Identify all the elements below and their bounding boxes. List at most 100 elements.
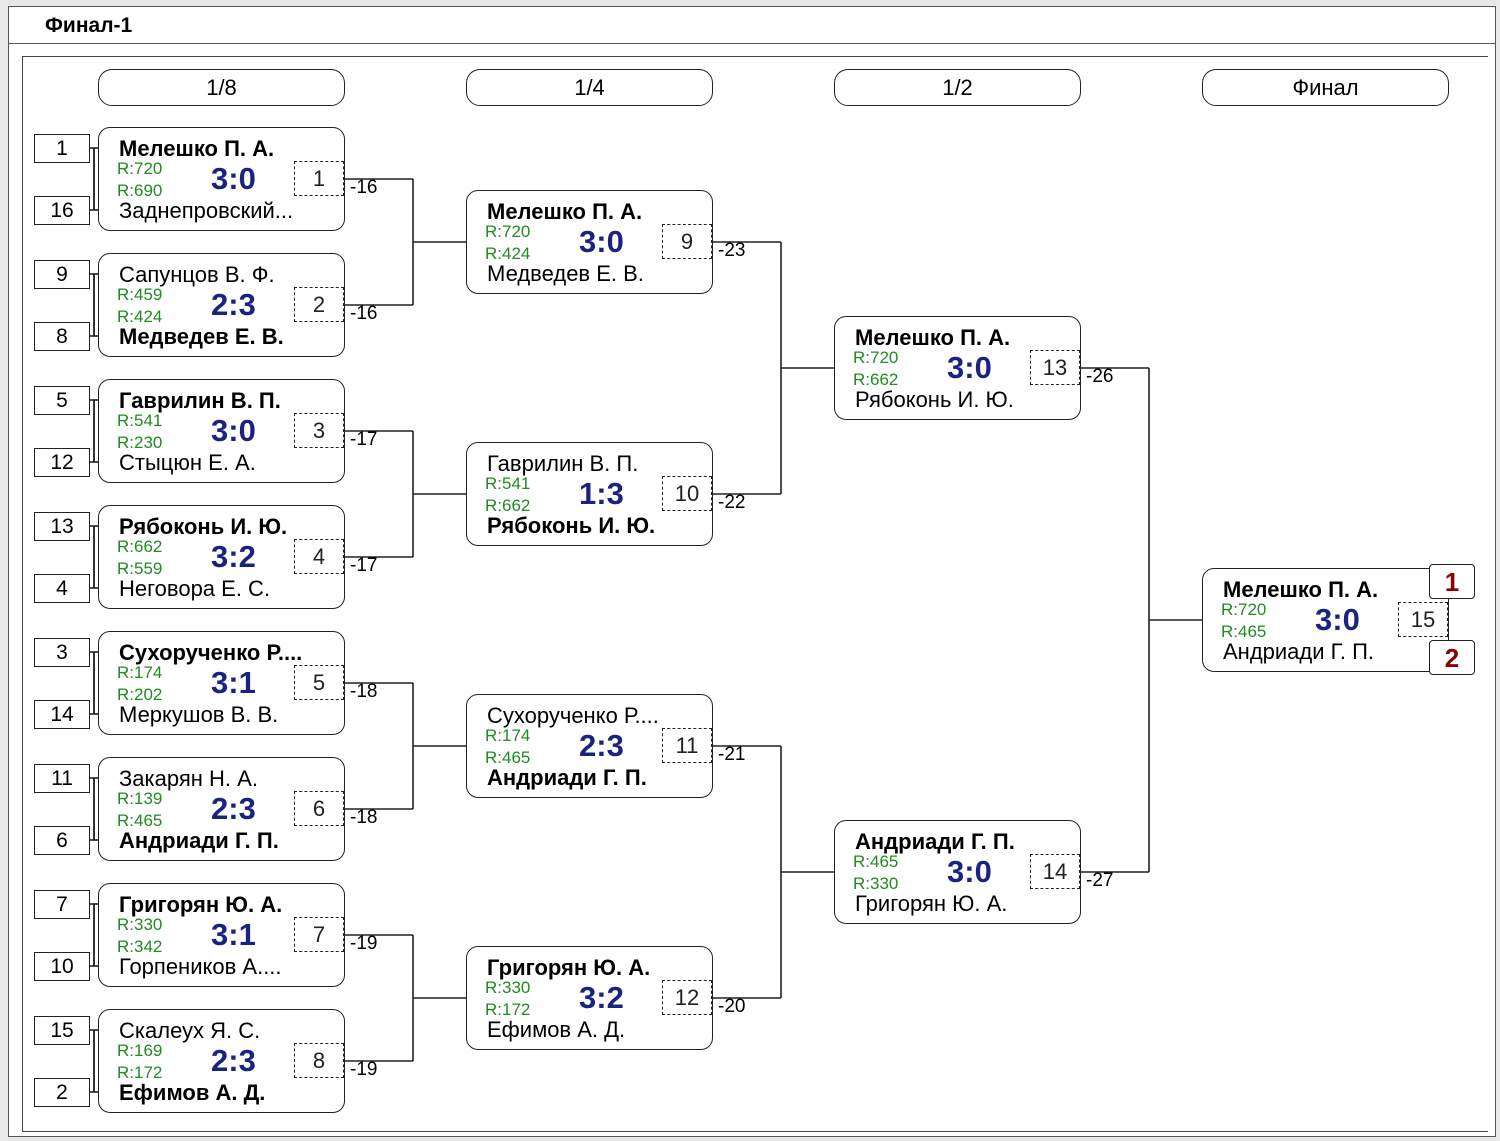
match-number: 10 — [662, 476, 712, 511]
seed-box: 13 — [34, 512, 90, 541]
rating-top: R:330 — [485, 978, 531, 997]
match-number: 12 — [662, 980, 712, 1015]
match-number: 7 — [294, 917, 344, 952]
seed-box: 10 — [34, 952, 90, 981]
match-score: 2:3 — [211, 1043, 256, 1078]
rating-top: R:720 — [853, 348, 899, 367]
player-top: Андриади Г. П. — [855, 829, 1015, 854]
player-bottom: Стыцюн Е. А. — [119, 450, 256, 475]
rating-bottom: R:690 — [117, 181, 163, 200]
match-number: 13 — [1030, 350, 1080, 385]
match-number: 2 — [294, 287, 344, 322]
loser-destination: -19 — [350, 1059, 378, 1080]
player-bottom: Неговора Е. С. — [119, 576, 271, 601]
loser-destination: -27 — [1086, 870, 1114, 891]
title-bar: Финал-1 — [9, 7, 1495, 44]
round-header-3: Финал — [1202, 69, 1449, 106]
player-bottom: Ефимов А. Д. — [487, 1017, 626, 1042]
loser-destination: -17 — [350, 429, 378, 450]
loser-destination: -18 — [350, 807, 378, 828]
player-bottom: Меркушов В. В. — [119, 702, 279, 727]
match-number: 15 — [1398, 602, 1448, 637]
player-top: Сухорученко Р.... — [487, 703, 659, 728]
rating-bottom: R:330 — [853, 874, 899, 893]
player-bottom: Заднепровский... — [119, 198, 294, 223]
seed-box: 11 — [34, 764, 90, 793]
loser-destination: -17 — [350, 555, 378, 576]
match-score: 3:2 — [579, 980, 624, 1015]
player-top: Сухорученко Р.... — [119, 640, 303, 665]
place-badge: 1 — [1429, 564, 1475, 599]
match-score: 2:3 — [211, 287, 256, 322]
match-number: 11 — [662, 728, 712, 763]
seed-box: 14 — [34, 700, 90, 729]
player-bottom: Григорян Ю. А. — [855, 891, 1008, 916]
player-bottom: Андриади Г. П. — [119, 828, 279, 853]
rating-bottom: R:424 — [485, 244, 531, 263]
loser-destination: -20 — [718, 996, 746, 1017]
player-bottom: Андриади Г. П. — [487, 765, 647, 790]
seed-box: 7 — [34, 890, 90, 919]
match-number: 6 — [294, 791, 344, 826]
match-number: 4 — [294, 539, 344, 574]
rating-bottom: R:230 — [117, 433, 163, 452]
rating-bottom: R:424 — [117, 307, 163, 326]
player-top: Скалеух Я. С. — [119, 1018, 261, 1043]
match-number: 5 — [294, 665, 344, 700]
loser-destination: -16 — [350, 177, 378, 198]
place-badge: 2 — [1429, 640, 1475, 675]
seed-box: 6 — [34, 826, 90, 855]
player-top: Мелешко П. А. — [1223, 577, 1379, 602]
match-score: 2:3 — [211, 791, 256, 826]
rating-bottom: R:342 — [117, 937, 163, 956]
player-top: Григорян Ю. А. — [119, 892, 283, 917]
rating-top: R:169 — [117, 1041, 163, 1060]
loser-destination: -21 — [718, 744, 746, 765]
rating-top: R:174 — [117, 663, 163, 682]
round-header-0: 1/8 — [98, 69, 345, 106]
seed-box: 1 — [34, 134, 90, 163]
match-score: 2:3 — [579, 728, 624, 763]
player-top: Гаврилин В. П. — [487, 451, 639, 476]
player-bottom: Рябоконь И. Ю. — [855, 387, 1014, 412]
match-number: 3 — [294, 413, 344, 448]
rating-bottom: R:172 — [117, 1063, 163, 1082]
player-top: Мелешко П. А. — [487, 199, 643, 224]
player-bottom: Медведев Е. В. — [487, 261, 644, 286]
rating-bottom: R:202 — [117, 685, 163, 704]
match-score: 3:2 — [211, 539, 256, 574]
seed-box: 5 — [34, 386, 90, 415]
seed-box: 3 — [34, 638, 90, 667]
player-bottom: Горпеников А.... — [119, 954, 282, 979]
player-top: Мелешко П. А. — [119, 136, 275, 161]
round-header-1: 1/4 — [466, 69, 713, 106]
rating-top: R:465 — [853, 852, 899, 871]
rating-top: R:330 — [117, 915, 163, 934]
rating-bottom: R:662 — [853, 370, 899, 389]
match-number: 1 — [294, 161, 344, 196]
match-score: 3:0 — [211, 161, 256, 196]
rating-top: R:174 — [485, 726, 531, 745]
seed-box: 16 — [34, 196, 90, 225]
rating-top: R:720 — [1221, 600, 1267, 619]
rating-bottom: R:662 — [485, 496, 531, 515]
player-top: Григорян Ю. А. — [487, 955, 651, 980]
match-score: 3:0 — [947, 854, 992, 889]
match-number: 8 — [294, 1043, 344, 1078]
